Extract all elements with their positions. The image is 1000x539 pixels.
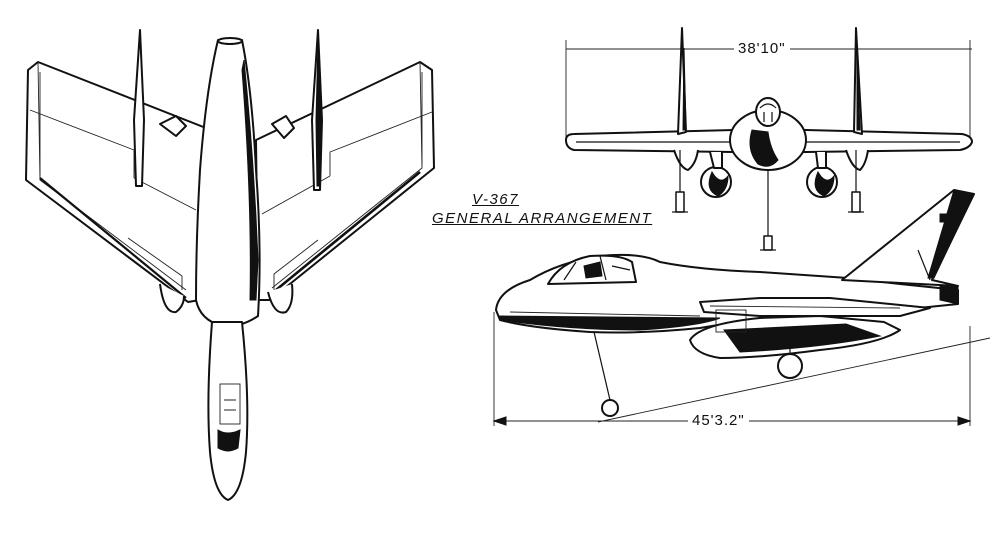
model-label: V-367 — [472, 191, 519, 208]
title-block: V-367 GENERAL ARRANGEMENT — [432, 190, 652, 228]
side-main-wheel — [777, 353, 803, 379]
plan-left-fin — [133, 29, 145, 187]
ground-line — [597, 337, 991, 423]
plan-rear-fuselage — [207, 321, 249, 501]
front-view — [565, 27, 973, 251]
length-dimension-label: 45'3.2" — [688, 412, 749, 429]
plan-view — [25, 29, 435, 501]
side-nose-wheel — [601, 399, 619, 417]
side-view — [492, 189, 991, 426]
plan-left-wing — [25, 61, 207, 303]
span-dimension-label: 38'10" — [734, 40, 790, 57]
general-arrangement-label: GENERAL ARRANGEMENT — [432, 210, 653, 227]
